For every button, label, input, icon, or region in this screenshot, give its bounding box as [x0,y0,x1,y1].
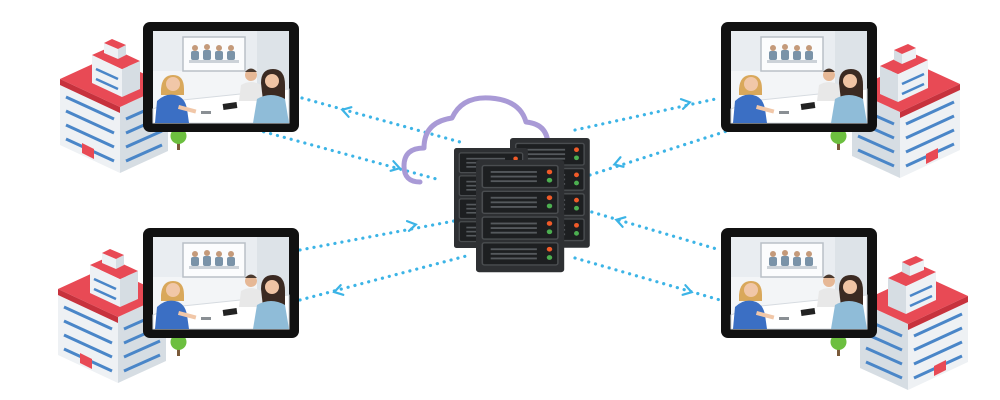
arrow-icon [389,160,403,175]
link-top-left-lower [248,126,442,182]
link-bottom-left-lower [298,253,472,302]
arrow-icon [679,96,692,110]
arrow-icon [331,284,345,299]
site-bottom-right [721,228,970,392]
video-conference-screen-icon [721,22,877,132]
site-bottom-left [56,228,299,385]
server-rack-icon [453,137,591,274]
link-top-right-lower [588,128,732,177]
site-top-left [58,22,299,175]
link-bottom-right-upper [583,208,722,252]
video-conference-screen-icon [721,228,877,338]
arrow-icon [405,218,418,233]
link-bottom-left-upper [298,216,472,252]
link-top-right-upper [573,96,722,132]
link-top-left-upper [300,96,462,144]
video-conference-screen-icon [143,22,299,132]
video-conference-screen-icon [143,228,299,338]
connection-lines [248,96,732,302]
site-top-right [721,22,962,180]
link-bottom-right-lower [573,256,722,302]
